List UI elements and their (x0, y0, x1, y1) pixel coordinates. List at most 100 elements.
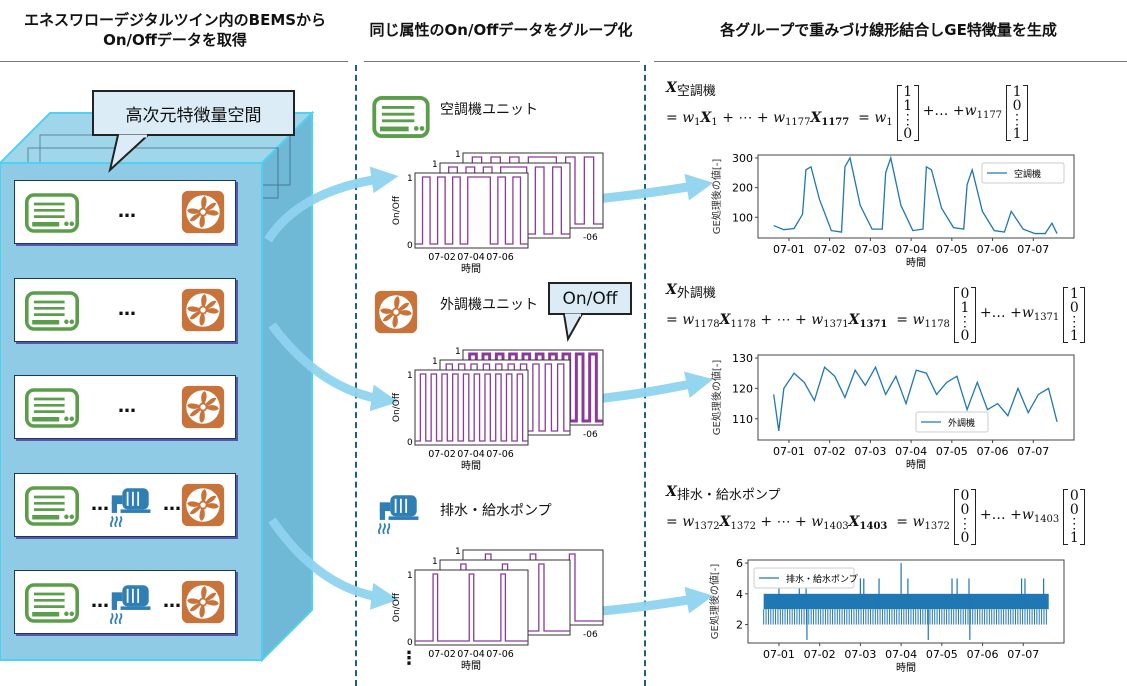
symbol: X (700, 109, 712, 126)
vector-entry: ⋮ (957, 314, 972, 330)
vector-entry: 1 (1069, 286, 1079, 302)
group-label-pump: 排水・給水ポンプ (440, 503, 552, 519)
xtick-label: 07-05 (926, 648, 958, 661)
xtick-label: 07-03 (854, 445, 886, 458)
symbol: X (666, 80, 677, 96)
legend-label: 排水・給水ポンプ (786, 573, 858, 585)
symbol: w (682, 109, 695, 126)
ytick-label: 1 (455, 150, 461, 160)
legend-box (915, 411, 989, 433)
xtick-label: 07-04 (885, 648, 917, 661)
yaxis-label: GE処理後の値[-] (708, 564, 721, 640)
symbol: w (811, 311, 824, 328)
xtick-label: 07-02 (428, 449, 456, 460)
ytick-label: 1 (455, 547, 461, 557)
legend-label: 外調機 (948, 417, 975, 429)
yaxis-label: On/Off (392, 195, 402, 225)
symbol: = (666, 109, 678, 126)
onoff-step-line (415, 573, 528, 642)
device-card: … (14, 278, 236, 342)
xtick-label: 07-06 (486, 449, 514, 460)
xtick-label: 07-07 (1007, 648, 1039, 661)
ellipsis: … (163, 591, 181, 612)
ytick-label: 120 (732, 382, 753, 395)
xtick-label: -06 (583, 233, 598, 243)
subscript: 1177 (785, 116, 811, 128)
vector-entry: ⋮ (1010, 112, 1025, 128)
subscript: 1177 (821, 116, 850, 128)
symbol: = (896, 311, 909, 328)
ellipsis: … (118, 201, 136, 222)
symbol: + (952, 102, 965, 119)
xtick-label: 07-03 (844, 648, 876, 661)
ytick-label: 1 (432, 160, 438, 170)
group-subscript: 外調機 (676, 286, 716, 301)
onoff-step-line (463, 553, 603, 622)
yaxis-label: GE処理後の値[-] (710, 159, 723, 235)
vector-entry: ⋮ (1067, 516, 1082, 532)
arrow (264, 166, 399, 243)
symbol: X (810, 109, 822, 126)
symbol: X (666, 282, 677, 298)
ytick-label: 130 (732, 352, 753, 365)
xtick-label: 07-06 (977, 243, 1009, 256)
xtick-label: 07-01 (773, 243, 805, 256)
bubble-tail (562, 313, 584, 342)
xtick-label: 07-02 (804, 648, 836, 661)
subscript: 1 (694, 116, 701, 128)
xtick-label: 07-03 (854, 243, 886, 256)
arrow (268, 322, 399, 412)
vector-entry: 0 (1069, 300, 1079, 316)
subscript: 1371 (859, 318, 888, 330)
ellipsis: … (91, 494, 109, 515)
ytick-label: 1 (455, 347, 461, 357)
xtick-label: 07-07 (1017, 445, 1049, 458)
symbol: w (912, 513, 925, 530)
xtick-label: 07-02 (428, 252, 456, 263)
subscript: 1371 (823, 318, 849, 330)
xtick-label: 07-06 (486, 252, 514, 263)
ytick-label: 300 (732, 152, 753, 165)
data-band (763, 593, 1049, 610)
subscript: 1403 (823, 520, 849, 532)
symbol: = (858, 109, 870, 126)
symbol: +… (922, 102, 949, 119)
xtick-label: 07-01 (763, 648, 795, 661)
xaxis-label: 時間 (461, 460, 481, 472)
vector-entry: ⋮ (1067, 314, 1082, 330)
vector-entry: 0 (1069, 502, 1079, 518)
ytick-label: 1 (407, 371, 413, 381)
ytick-label: 100 (732, 211, 753, 224)
symbol: X (848, 311, 860, 328)
device-card: … (14, 180, 236, 244)
ytick-label: 1 (432, 357, 438, 367)
subscript: 1372 (924, 520, 950, 532)
onoff-plot-frame (414, 569, 529, 646)
yaxis-label: On/Off (392, 592, 402, 622)
subscript: 1178 (694, 318, 720, 330)
onoff-step-line (415, 373, 528, 442)
symbol: X (848, 513, 860, 530)
symbol: + ⋯ + (760, 513, 807, 530)
symbol: w (811, 513, 824, 530)
symbol: + ⋯ + (760, 311, 807, 328)
xtick-label: 07-06 (967, 648, 999, 661)
symbol: + (1010, 506, 1022, 523)
bubble-text: On/Off (562, 288, 618, 309)
ytick-label: 0 (407, 438, 413, 448)
group-subscript: 排水・給水ポンプ (676, 488, 781, 503)
onoff-bubble: On/Off (548, 282, 632, 315)
symbol: +… (979, 506, 1006, 523)
symbol: X (666, 484, 677, 500)
xtick-label: -06 (583, 430, 598, 440)
group-subscript: 空調機 (676, 84, 716, 99)
ellipsis: … (91, 591, 109, 612)
xtick-label: 07-06 (486, 649, 514, 660)
xtick-label: 07-02 (428, 649, 456, 660)
divider (654, 61, 1127, 62)
vector-entry: 1 (1012, 126, 1022, 142)
header-line: On/Offデータを取得 (103, 31, 247, 49)
